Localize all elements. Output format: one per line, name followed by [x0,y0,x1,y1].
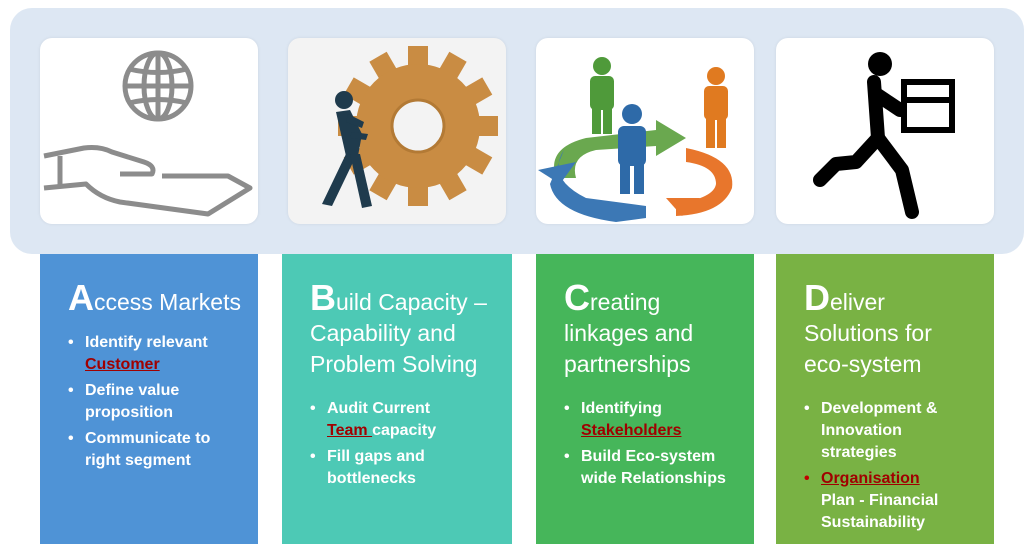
column-title: Creating linkages and partnerships [564,277,694,378]
gear-push-icon [322,46,498,208]
card-creating-linkages-image [536,38,754,224]
list-item: Define value proposition [68,380,244,424]
globe-hand-icon [43,50,253,217]
bullet-list: Development & Innovation strategies Orga… [804,398,980,534]
column-deliver-solutions: Deliver Solutions for eco-system Develop… [776,254,994,544]
keyword-link: Team [327,422,373,439]
card-deliver-solutions-image [776,38,994,224]
column-creating-linkages: Creating linkages and partnerships Ident… [536,254,754,544]
column-title: Access Markets [68,277,241,318]
delivery-runner-icon [813,52,955,219]
people-cycle-icon [538,57,733,222]
list-item: Fill gaps and bottlenecks [310,446,498,490]
keyword-link: Customer [85,356,160,373]
list-item: Build Eco-system wide Relationships [564,446,740,490]
card-access-markets-image [40,38,258,224]
card-build-capacity-image [288,38,506,224]
keyword-link: Stakeholders [581,422,682,439]
column-title: Build Capacity – Capability and Problem … [310,277,487,378]
keyword-link: Organisation [821,470,920,487]
list-item: Communicate to right segment [68,428,244,472]
column-title: Deliver Solutions for eco-system [804,277,932,378]
list-item: Development & Innovation strategies [804,398,980,464]
column-build-capacity: Build Capacity – Capability and Problem … [282,254,512,544]
column-access-markets: Access Markets Identify relevantCustomer… [40,254,258,544]
